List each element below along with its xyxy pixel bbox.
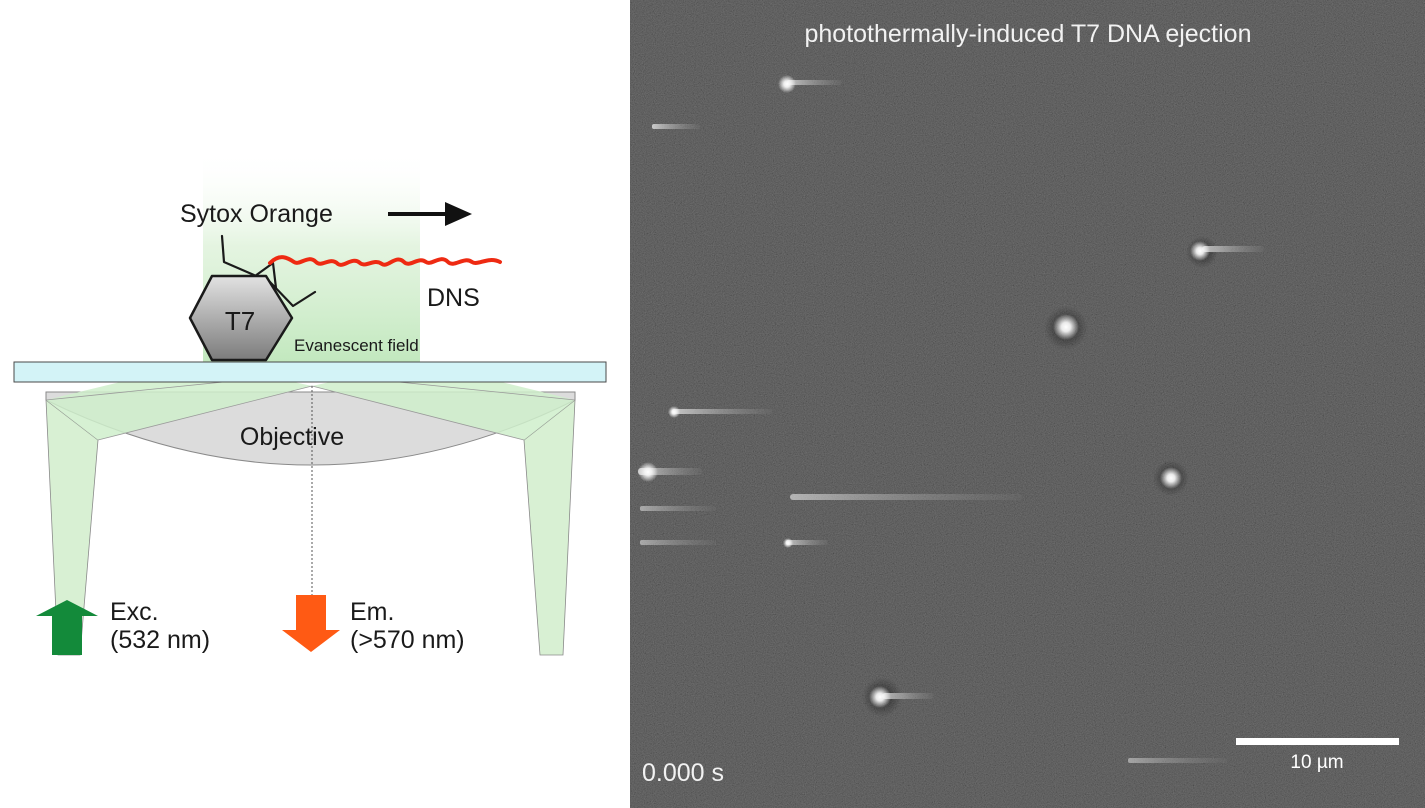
emission-label-line2: (>570 nm) [350, 626, 465, 654]
excitation-label-line1: Exc. [110, 598, 159, 626]
dna-streak [1202, 246, 1264, 252]
phage-spot [638, 462, 658, 482]
scale-bar-label: 10 µm [1290, 752, 1343, 773]
excitation-arrow-icon [36, 600, 98, 655]
dna-molecules [638, 75, 1264, 763]
dna-streak [790, 494, 1022, 500]
dns-label: DNS [427, 284, 480, 312]
time-stamp: 0.000 s [642, 759, 724, 787]
excitation-label-line2: (532 nm) [110, 626, 210, 654]
phage-spot [1160, 467, 1182, 489]
micrograph-noise [630, 0, 1425, 808]
phage-spot [1190, 241, 1210, 261]
scale-bar [1236, 738, 1399, 745]
phage-spot [778, 75, 796, 93]
excitation-beam-right [523, 399, 576, 656]
sytox-orange-label: Sytox Orange [180, 200, 333, 228]
dna-streak [640, 540, 716, 545]
phage-spot [869, 686, 891, 708]
fluorescence-micrograph: photothermally-induced T7 DNA ejection 0… [630, 0, 1425, 808]
phage-spot [783, 538, 793, 548]
glass-coverslip [13, 361, 607, 383]
evanescent-field-label: Evanescent field [294, 336, 419, 355]
dna-strand [268, 255, 502, 267]
micrograph-title: photothermally-induced T7 DNA ejection [804, 20, 1251, 48]
objective-label: Objective [240, 423, 344, 451]
dna-streak [786, 540, 828, 545]
phage-spot [668, 406, 680, 418]
tirf-schematic: T7 Sytox Orange DNS Evanescent field Obj… [13, 150, 607, 656]
t7-capsid [188, 274, 294, 362]
sytox-arrow-head [445, 202, 472, 226]
emission-arrow-icon [282, 595, 340, 652]
dna-streak [1128, 758, 1228, 763]
phage-spot [1053, 314, 1079, 340]
dna-streak [672, 409, 772, 414]
dna-streak [882, 693, 934, 699]
dna-streak [652, 124, 700, 129]
dna-streak [640, 506, 716, 511]
t7-label: T7 [225, 306, 255, 336]
emission-label-line1: Em. [350, 598, 394, 626]
dna-streak [787, 80, 842, 85]
